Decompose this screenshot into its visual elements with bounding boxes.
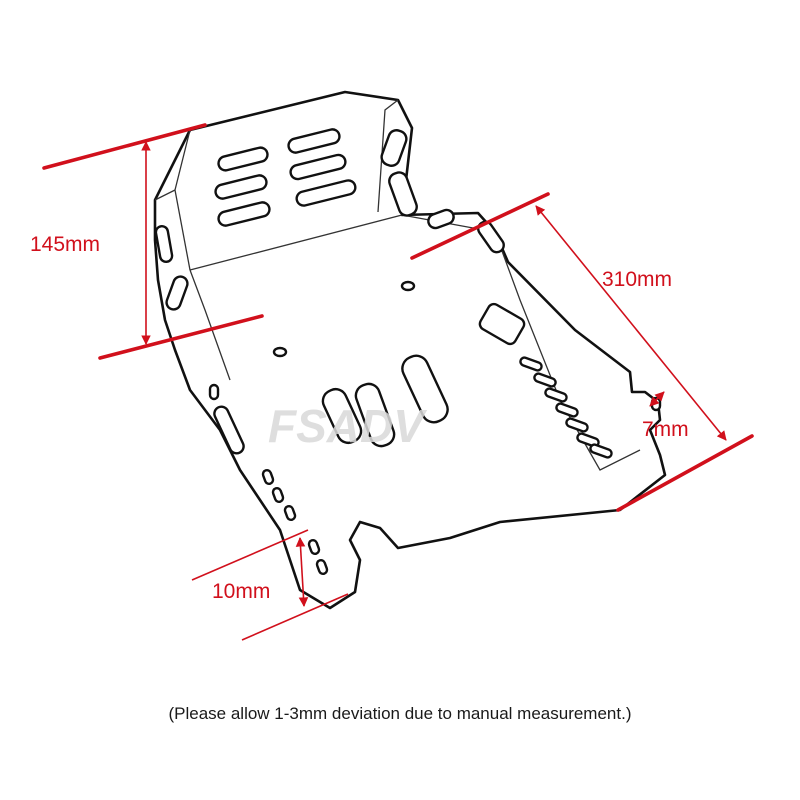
measurement-note: (Please allow 1-3mm deviation due to man… [168, 704, 632, 723]
watermark-logo: FSADV [268, 400, 427, 452]
dimension-length: 310mm [410, 192, 754, 512]
right-floor-fold [401, 214, 641, 471]
dimension-height: 145mm [30, 123, 264, 360]
rear-fold-line [189, 214, 403, 271]
length-extension-bottom [616, 434, 754, 512]
tab-label: 10mm [212, 580, 270, 603]
tab-extension-bottom [241, 593, 349, 641]
flange-arrow [649, 391, 665, 407]
skid-plate-part: FSADV [153, 90, 667, 610]
right-wall-edge [377, 99, 399, 213]
rear-slots [214, 128, 357, 227]
left-wall-edge [154, 189, 176, 201]
floor-slots [272, 280, 526, 448]
height-extension-top [42, 123, 207, 170]
side-slot-row [519, 356, 613, 459]
height-label: 145mm [30, 233, 100, 256]
length-arrow [535, 205, 727, 441]
floor-fold-line [189, 269, 231, 381]
tab-extension-top [191, 529, 309, 581]
dimension-tab: 10mm [191, 529, 349, 641]
length-label: 310mm [602, 268, 672, 291]
length-extension-top [410, 192, 550, 260]
dimension-flange: 7mm [642, 391, 689, 441]
back-wall-edge [174, 129, 191, 271]
flange-label: 7mm [642, 418, 689, 441]
height-extension-bottom [98, 314, 264, 360]
right-wall-slots [380, 129, 505, 254]
left-wall-slots [154, 224, 245, 455]
tab-arrow [295, 537, 309, 607]
